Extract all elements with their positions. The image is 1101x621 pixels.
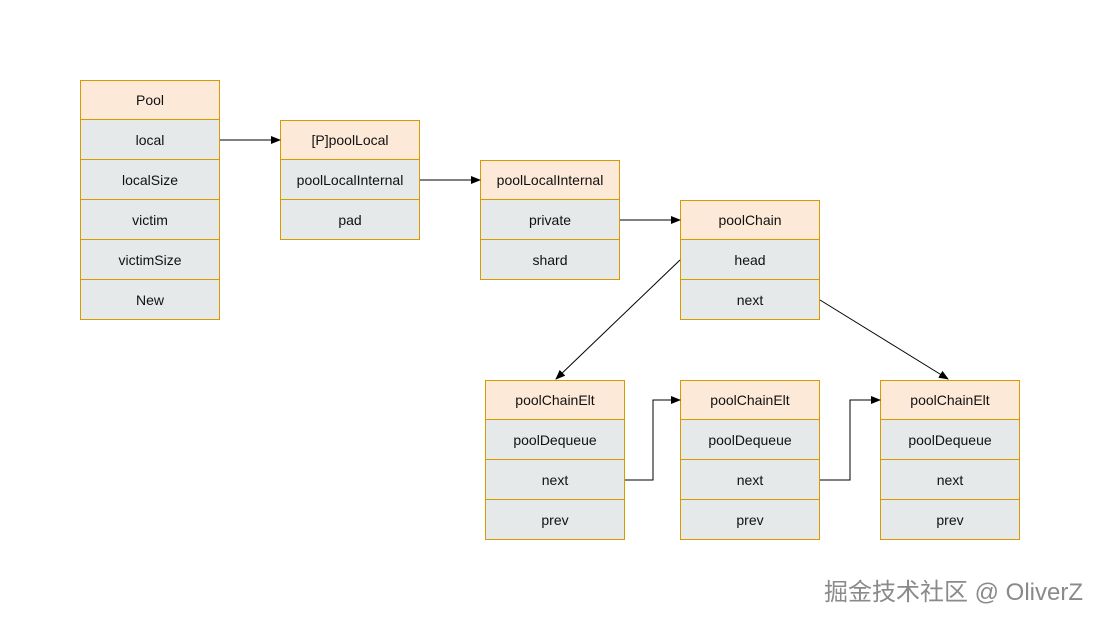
arrow-chain-next-to-elt-3 [819, 299, 949, 380]
watermark-text: 掘金技术社区 @ OliverZ [823, 579, 1083, 606]
pool-local-internal-header: poolLocalInternal [480, 160, 620, 200]
chain-elt-2-header: poolChainElt [680, 380, 820, 420]
pool-local-struct-box: [P]poolLocal poolLocalInternal pad [280, 120, 420, 240]
pool-chain-struct-box: poolChain head next [680, 200, 820, 320]
pool-local-internal-field-private: private [480, 200, 620, 240]
chain-elt-3-header: poolChainElt [880, 380, 1020, 420]
chain-elt-3-field-pooldequeue: poolDequeue [880, 420, 1020, 460]
arrow-elt-1-next-to-elt-2 [625, 396, 681, 481]
pool-chain-field-next: next [680, 280, 820, 320]
pool-local-field-pad: pad [280, 200, 420, 240]
pool-field-local: local [80, 120, 220, 160]
pool-chain-header: poolChain [680, 200, 820, 240]
arrow-chain-head-to-elt-1 [555, 259, 681, 380]
chain-elt-1-struct-box: poolChainElt poolDequeue next prev [485, 380, 625, 540]
pool-field-localsize: localSize [80, 160, 220, 200]
pool-local-field-internal: poolLocalInternal [280, 160, 420, 200]
pool-field-victim: victim [80, 200, 220, 240]
chain-elt-1-field-next: next [485, 460, 625, 500]
chain-elt-1-field-pooldequeue: poolDequeue [485, 420, 625, 460]
arrow-elt-2-next-to-elt-3 [820, 396, 881, 481]
chain-elt-2-field-pooldequeue: poolDequeue [680, 420, 820, 460]
pool-local-internal-struct-box: poolLocalInternal private shard [480, 160, 620, 280]
pool-chain-field-head: head [680, 240, 820, 280]
pool-header: Pool [80, 80, 220, 120]
chain-elt-1-field-prev: prev [485, 500, 625, 540]
chain-elt-3-field-prev: prev [880, 500, 1020, 540]
pool-local-header: [P]poolLocal [280, 120, 420, 160]
chain-elt-2-field-prev: prev [680, 500, 820, 540]
chain-elt-2-field-next: next [680, 460, 820, 500]
chain-elt-3-struct-box: poolChainElt poolDequeue next prev [880, 380, 1020, 540]
pool-field-new: New [80, 280, 220, 320]
pool-local-internal-field-shard: shard [480, 240, 620, 280]
pool-struct-box: Pool local localSize victim victimSize N… [80, 80, 220, 320]
chain-elt-2-struct-box: poolChainElt poolDequeue next prev [680, 380, 820, 540]
pool-field-victimsize: victimSize [80, 240, 220, 280]
chain-elt-3-field-next: next [880, 460, 1020, 500]
chain-elt-1-header: poolChainElt [485, 380, 625, 420]
